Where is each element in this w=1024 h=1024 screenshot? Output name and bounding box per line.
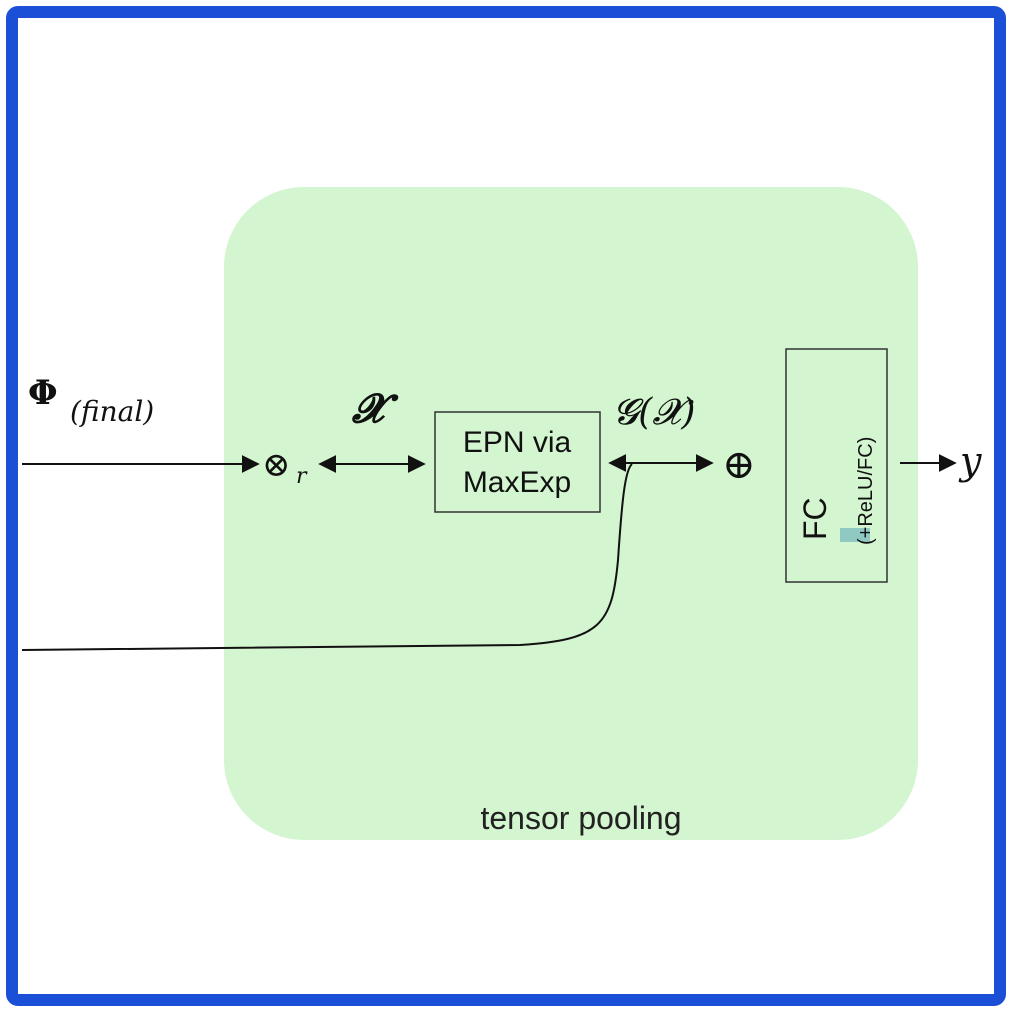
output-symbol: y	[958, 439, 982, 483]
tensor-product-icon: ⊗	[262, 445, 291, 485]
gx-symbol: 𝓖(𝓧)	[613, 392, 695, 433]
tensor-product-subscript: r	[296, 464, 308, 489]
fc-label: FC	[797, 497, 833, 540]
fc-highlight	[840, 528, 870, 542]
fc-box	[785, 348, 888, 583]
epn-box	[434, 411, 601, 513]
skip-connection-line	[21, 463, 633, 651]
epn-box-line2: MaxExp	[463, 466, 571, 499]
tensor-pooling-region	[224, 187, 918, 840]
fc-sublabel: (+ReLU/FC)	[855, 437, 877, 545]
input-symbol: Φ	[28, 373, 58, 413]
direct-sum-icon: ⊕	[722, 442, 756, 488]
region-label: tensor pooling	[480, 800, 681, 836]
input-subscript: (final)	[70, 395, 154, 428]
epn-box-line1: EPN via	[463, 426, 572, 459]
